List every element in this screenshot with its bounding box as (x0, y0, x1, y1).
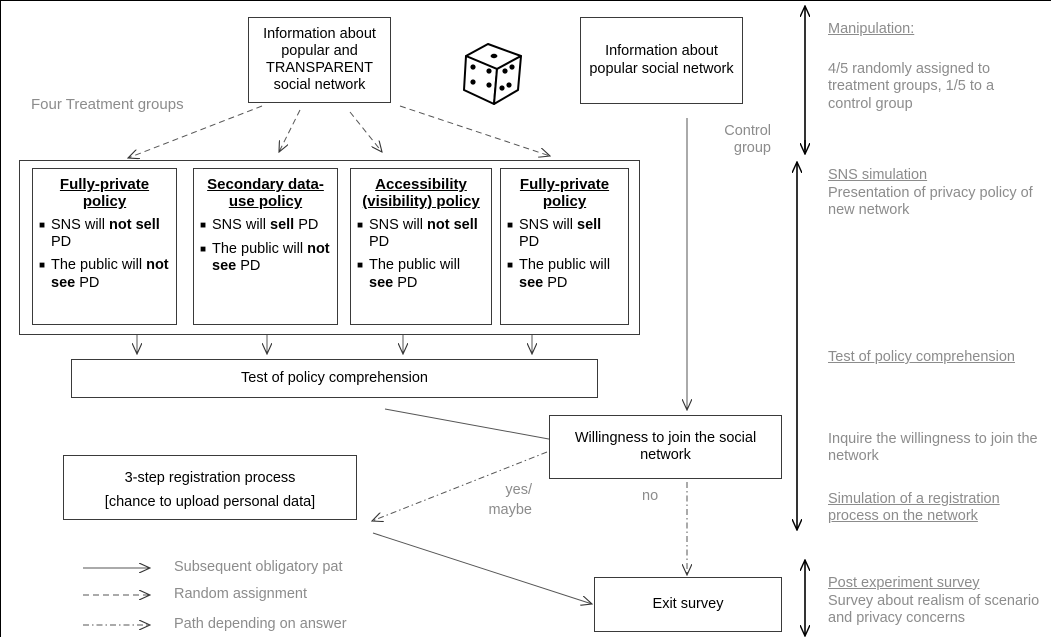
policy-title: Secondary data-use policy (207, 176, 324, 210)
transparent-network-info-text: Information about popular and TRANSPAREN… (263, 25, 376, 94)
policy-bullet: ■The public will not see PD (39, 257, 169, 291)
popular-network-info-box: Information about popular social network (580, 17, 743, 104)
random-arrow-4 (399, 105, 550, 156)
yes-maybe-label: yes/ maybe (488, 482, 532, 518)
willingness-text: Willingness to join the social network (574, 429, 757, 463)
policy-box-fully-private-2: Fully-private policy ■SNS will sell PD ■… (500, 168, 629, 325)
sns-simulation-text: Presentation of privacy policy of new ne… (828, 185, 1033, 219)
policy-title: Fully-private policy (519, 176, 610, 210)
test-of-policy-comprehension-box: Test of policy comprehension (71, 359, 598, 398)
manipulation-title: Manipulation: (828, 21, 915, 37)
policy-title: Fully-private policy (59, 176, 150, 210)
registration-simulation-note: Simulation of a registration process on … (828, 491, 1000, 525)
policy-bullet: ■SNS will not sell PD (357, 216, 478, 250)
legend-dashdot-label: Path depending on answer (174, 616, 347, 632)
four-treatment-groups-label: Four Treatment groups (31, 96, 184, 113)
policy-bullet: ■SNS will sell PD (200, 216, 319, 233)
policy-box-accessibility: Accessibility (visibility) policy ■SNS w… (350, 168, 492, 325)
manipulation-text: 4/5 randomly assigned to treatment group… (828, 61, 995, 112)
sns-simulation-title: SNS simulation (828, 167, 928, 183)
exit-survey-box: Exit survey (594, 577, 782, 632)
post-experiment-survey-text: Survey about realism of scenario and pri… (828, 593, 1040, 627)
test-to-willingness-arrow (384, 408, 565, 442)
legend-dashed-label: Random assignment (174, 586, 307, 602)
willingness-box: Willingness to join the social network (549, 415, 782, 479)
registration-process-box: 3-step registration process [chance to u… (63, 455, 357, 520)
transparent-network-info-box: Information about popular and TRANSPAREN… (248, 17, 391, 103)
registration-line-2: [chance to upload personal data] (104, 494, 316, 510)
policy-bullet: ■The public will see PD (357, 257, 461, 291)
registration-line-1: 3-step registration process (124, 470, 296, 486)
popular-network-info-text: Information about popular social network (589, 43, 734, 77)
policy-box-secondary-data-use: Secondary data-use policy ■SNS will sell… (193, 168, 338, 325)
dice-icon (463, 43, 522, 105)
registration-to-exit-arrow (372, 532, 592, 604)
no-label: no (642, 488, 659, 504)
policy-bullet: ■SNS will sell PD (507, 216, 602, 250)
test-of-policy-comprehension-text: Test of policy comprehension (241, 369, 428, 386)
legend-solid-label: Subsequent obligatory pat (174, 559, 343, 575)
random-arrow-2 (279, 109, 301, 152)
control-group-label: Control group (724, 123, 771, 157)
random-arrow-3 (349, 111, 382, 152)
policy-bullet: ■SNS will not sell PD (39, 216, 160, 250)
policy-bullet: ■The public will see PD (507, 257, 611, 291)
policy-bullet: ■The public will not see PD (200, 240, 330, 274)
policy-box-fully-private: Fully-private policy ■SNS will not sell … (32, 168, 177, 325)
yes-maybe-arrow (372, 451, 548, 521)
exit-survey-text: Exit survey (652, 595, 724, 612)
random-arrow-1 (128, 105, 263, 158)
policy-title: Accessibility (visibility) policy (362, 176, 480, 210)
inquire-willingness-note: Inquire the willingness to join the netw… (828, 431, 1038, 465)
test-of-policy-comprehension-note: Test of policy comprehension (828, 349, 1015, 365)
post-experiment-survey-title: Post experiment survey (828, 575, 980, 591)
